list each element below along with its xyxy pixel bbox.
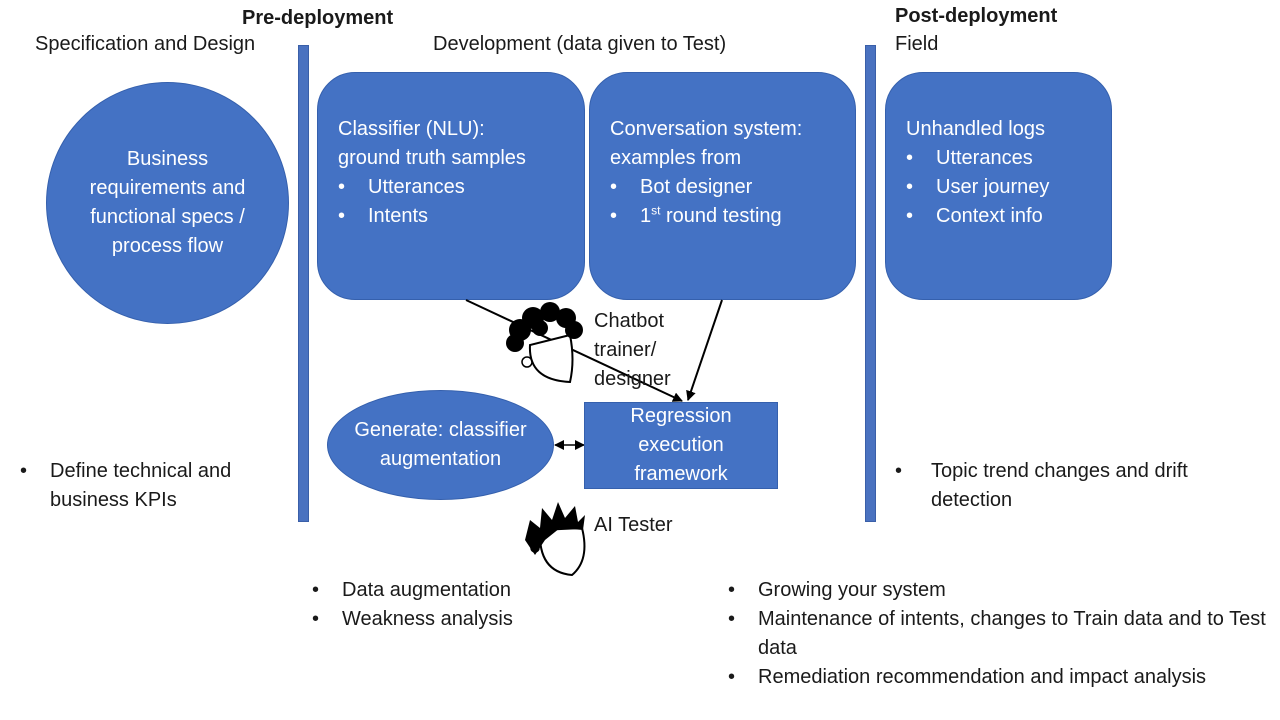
conversation-title-line1: Conversation system:: [610, 118, 803, 140]
kpi-item: Define technical and business KPIs: [20, 457, 240, 515]
kpi-list: Define technical and business KPIs: [20, 457, 240, 515]
unhandled-item-context-info: Context info: [906, 202, 1091, 231]
ai-tester-label: AI Tester: [594, 514, 673, 536]
ai-tester-face-icon: [525, 502, 586, 577]
conversation-system-card: Conversation system: examples from Bot d…: [589, 72, 856, 300]
chatbot-trainer-face-icon: [506, 302, 583, 384]
pre-deployment-heading: Pre-deployment: [242, 7, 394, 29]
post-item-remediation: Remediation recommendation and impact an…: [728, 663, 1268, 692]
pre-deployment-divider: [298, 45, 309, 522]
post-item-maintenance: Maintenance of intents, changes to Train…: [728, 605, 1268, 663]
post-item-growing: Growing your system: [728, 576, 1268, 605]
unhandled-item-utterances: Utterances: [906, 144, 1091, 173]
classifier-item-utterances: Utterances: [338, 173, 564, 202]
conversation-item-bot-designer: Bot designer: [610, 173, 835, 202]
chatbot-trainer-label: Chatbot trainer/ designer: [594, 310, 671, 390]
development-heading: Development (data given to Test): [433, 33, 727, 55]
business-requirements-text: Business requirements and functional spe…: [89, 148, 246, 257]
round-ordinal: st: [651, 203, 661, 218]
round-number: 1: [640, 205, 652, 227]
generate-augmentation-text: Generate: classifier augmentation: [354, 419, 527, 470]
dev-item-data-augmentation: Data augmentation: [312, 576, 592, 605]
regression-framework-box: Regression execution framework: [584, 402, 778, 489]
unhandled-logs-card: Unhandled logs Utterances User journey C…: [885, 72, 1112, 300]
post-deployment-divider: [865, 45, 876, 522]
generate-augmentation-ellipse: Generate: classifier augmentation: [327, 390, 554, 500]
development-activities-list: Data augmentation Weakness analysis: [312, 576, 592, 634]
dev-item-weakness-analysis: Weakness analysis: [312, 605, 592, 634]
drift-list: Topic trend changes and drift detection: [895, 457, 1195, 515]
classifier-title-line2: ground truth samples: [338, 147, 526, 169]
post-deployment-activities-list: Growing your system Maintenance of inten…: [728, 576, 1268, 692]
business-requirements-circle: Business requirements and functional spe…: [46, 82, 289, 324]
conversation-title-line2: examples from: [610, 147, 742, 169]
post-deployment-heading: Post-deployment: [895, 5, 1058, 27]
round-testing-text: round testing: [660, 205, 782, 227]
conversation-to-regression-arrow: [686, 299, 723, 401]
drift-item: Topic trend changes and drift detection: [895, 457, 1195, 515]
unhandled-item-user-journey: User journey: [906, 173, 1091, 202]
classifier-to-regression-arrow: [465, 299, 683, 402]
regression-framework-text: Regression execution framework: [630, 405, 732, 485]
field-heading: Field: [895, 33, 939, 55]
spec-design-heading: Specification and Design: [35, 33, 256, 55]
classifier-title-line1: Classifier (NLU):: [338, 118, 485, 140]
classifier-item-intents: Intents: [338, 202, 564, 231]
classifier-card: Classifier (NLU): ground truth samples U…: [317, 72, 585, 300]
conversation-item-round-testing: 1st round testing: [610, 202, 835, 231]
unhandled-title: Unhandled logs: [906, 118, 1045, 140]
